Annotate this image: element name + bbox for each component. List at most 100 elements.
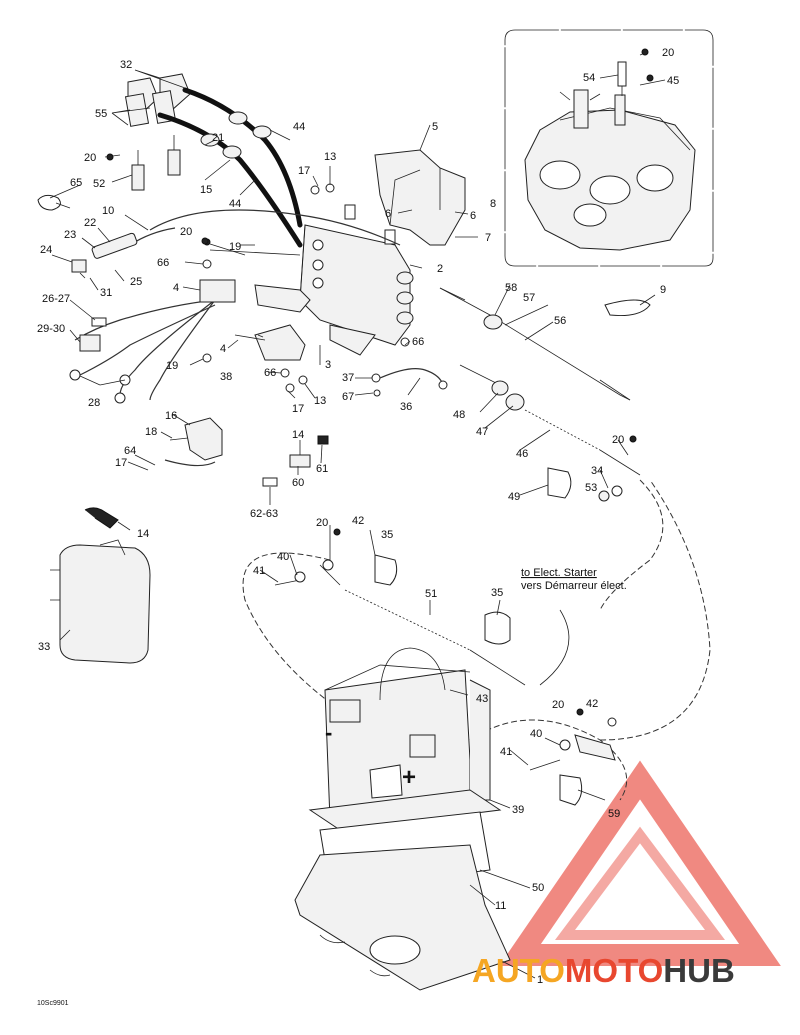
callout-20-positive: 20 <box>316 517 328 529</box>
cover-33 <box>59 544 151 664</box>
callout-35-upper: 35 <box>381 529 393 541</box>
watermark-moto: MOTO <box>565 952 663 989</box>
callout-62-63: 62-63 <box>250 508 278 520</box>
battery-tray <box>294 844 511 991</box>
callout-20: 20 <box>84 152 96 164</box>
callout-4-relay: 4 <box>173 282 179 294</box>
callout-67: 67 <box>342 391 354 403</box>
callout-19-lower: 19 <box>166 360 178 372</box>
callout-3: 3 <box>325 359 331 371</box>
callout-23: 23 <box>64 229 76 241</box>
watermark-hub: HUB <box>663 952 735 989</box>
callout-44-lower: 44 <box>229 198 241 210</box>
callout-40-left: 40 <box>277 551 289 563</box>
callout-11: 11 <box>495 900 506 912</box>
callout-66-right: 66 <box>412 336 424 348</box>
spark-plug-caps <box>124 73 191 127</box>
callout-20-relay: 20 <box>180 226 192 238</box>
engine-inset <box>504 29 714 267</box>
bracket <box>374 149 466 246</box>
callout-14-lower: 14 <box>137 528 149 540</box>
callout-16: 16 <box>165 410 177 422</box>
callout-17-bottom: 17 <box>115 457 127 469</box>
callout-66-mid: 66 <box>264 367 276 379</box>
callout-6-left: 6 <box>385 208 391 220</box>
callout-60: 60 <box>292 477 304 489</box>
ignition-cable-2 <box>157 112 303 248</box>
callout-26-27: 26-27 <box>42 293 70 305</box>
callout-51: 51 <box>425 588 437 600</box>
callout-57: 57 <box>523 292 535 304</box>
callout-15: 15 <box>200 184 212 196</box>
callout-18: 18 <box>145 426 157 438</box>
callout-14-upper: 14 <box>292 429 304 441</box>
callout-6-right: 6 <box>470 210 476 222</box>
callout-58: 58 <box>505 282 517 294</box>
callout-20-right: 20 <box>552 699 564 711</box>
leader-lines <box>49 51 666 979</box>
battery-positive-sign: + <box>402 764 416 791</box>
cable-seals <box>200 111 272 159</box>
callout-25: 25 <box>130 276 142 288</box>
watermark-logo <box>499 760 781 966</box>
callout-34: 34 <box>591 465 603 477</box>
callout-20-inset: 20 <box>662 47 674 59</box>
callout-47: 47 <box>476 426 488 438</box>
callout-10: 10 <box>102 205 114 217</box>
callout-37: 37 <box>342 372 354 384</box>
callout-42-left: 42 <box>352 515 364 527</box>
callout-65: 65 <box>70 177 82 189</box>
callout-54: 54 <box>583 72 595 84</box>
callout-21: 21 <box>212 132 224 144</box>
callout-45: 45 <box>667 75 679 87</box>
callout-32: 32 <box>120 59 132 71</box>
callout-56: 56 <box>554 315 566 327</box>
spark-plugs <box>131 135 181 191</box>
callout-52: 52 <box>93 178 105 190</box>
callout-38: 38 <box>220 371 232 383</box>
callout-35-lower: 35 <box>491 587 503 599</box>
callouts: 32 55 20 21 52 15 44 44 65 10 22 23 24 2… <box>37 47 679 986</box>
callout-64: 64 <box>124 445 136 457</box>
callout-13-upper: 13 <box>324 151 336 163</box>
watermark-text: AUTOMOTOHUB <box>472 952 735 989</box>
callout-33: 33 <box>38 641 50 653</box>
callout-13-lower: 13 <box>314 395 326 407</box>
callout-17-upper: 17 <box>298 165 310 177</box>
ignition-cable-1 <box>182 87 303 228</box>
callout-49: 49 <box>508 491 520 503</box>
callout-43: 43 <box>476 693 488 705</box>
clamp-65 <box>37 194 61 211</box>
callout-2: 2 <box>437 263 443 275</box>
callout-28: 28 <box>88 397 100 409</box>
watermark-auto: AUTO <box>472 952 565 989</box>
callout-41-right: 41 <box>500 746 512 758</box>
callout-22: 22 <box>84 217 96 229</box>
callout-9: 9 <box>660 284 666 296</box>
callout-24: 24 <box>40 244 52 256</box>
starter-note-line1: to Elect. Starter <box>521 567 597 579</box>
harness-10 <box>149 209 401 246</box>
callout-31: 31 <box>100 287 112 299</box>
callout-48: 48 <box>453 409 465 421</box>
drawing-code: 10Sc9901 <box>37 1000 69 1007</box>
callout-66-left: 66 <box>157 257 169 269</box>
starter-note-line2: vers Démarreur élect. <box>521 580 627 592</box>
callout-20-cable: 20 <box>612 434 624 446</box>
callout-46: 46 <box>516 448 528 460</box>
electrical-box <box>299 204 414 346</box>
callout-39: 39 <box>512 804 524 816</box>
callout-7: 7 <box>485 232 491 244</box>
callout-1: 1 <box>537 974 543 986</box>
callout-61: 61 <box>316 463 328 475</box>
callout-40-right: 40 <box>530 728 542 740</box>
callout-50: 50 <box>532 882 544 894</box>
callout-5: 5 <box>432 121 438 133</box>
callout-53: 53 <box>585 482 597 494</box>
callout-42-right: 42 <box>586 698 598 710</box>
battery-negative-sign: - <box>325 720 332 745</box>
callout-41-left: 41 <box>253 565 265 577</box>
callout-29-30: 29-30 <box>37 323 65 335</box>
callout-44-upper: 44 <box>293 121 305 133</box>
